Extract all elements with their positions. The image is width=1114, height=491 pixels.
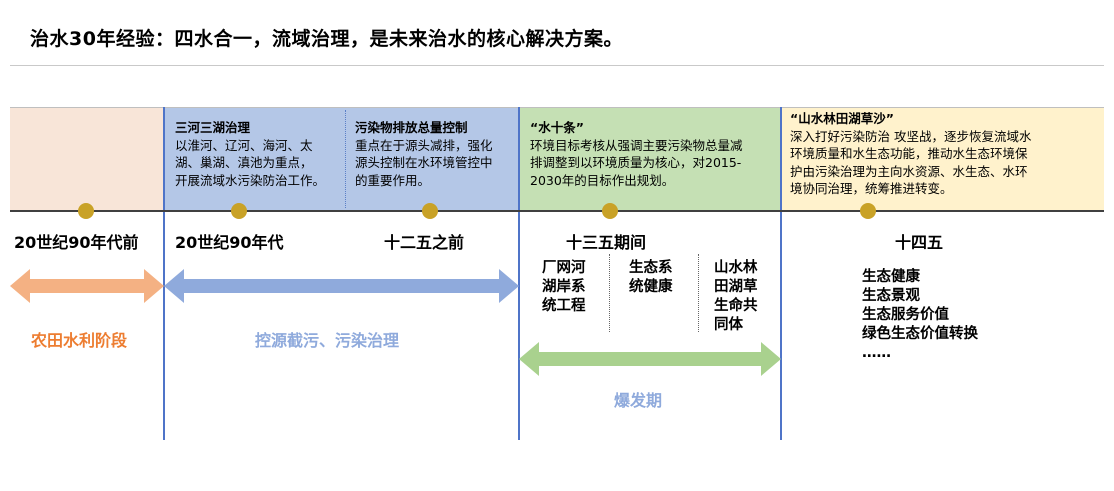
box-line: 环境质量和水生态功能，推动水生态环境保 <box>790 146 1028 161</box>
period-box-before-90s <box>10 107 164 210</box>
box-line: 源头控制在水环境管控中 <box>355 155 493 170</box>
box-divider <box>345 110 346 208</box>
box-line: 环境目标考核从强调主要污染物总量减 <box>530 137 743 153</box>
plan-14-list: 生态健康 生态景观 生态服务价值 绿色生态价值转换 …… <box>862 268 978 363</box>
item-line: 生命共 <box>714 298 758 314</box>
list-item: 生态健康 <box>862 269 920 285</box>
item-line: 山水林 <box>714 260 758 276</box>
era-label-before-12th: 十二五之前 <box>384 233 465 252</box>
item-line: 统工程 <box>542 298 586 314</box>
box-line: 以淮河、辽河、海河、太 <box>175 137 313 153</box>
era-label-14th: 十四五 <box>895 233 944 252</box>
box-heading: “水十条” <box>530 120 584 135</box>
item-line: 生态系 <box>629 260 673 276</box>
box-text-shui-shi-tiao: “水十条” 环境目标考核从强调主要污染物总量减 排调整到以环境质量为核心，对20… <box>530 119 780 189</box>
stage-arrow-pollution-control <box>164 269 519 303</box>
plan-13-item: 生态系 统健康 <box>629 259 673 297</box>
list-item: …… <box>862 345 891 361</box>
item-divider <box>609 254 610 332</box>
stage-label-farmland: 农田水利阶段 <box>31 331 128 350</box>
plan-13-item: 厂网河 湖岸系 统工程 <box>542 259 586 316</box>
era-label-90s: 20世纪90年代 <box>175 233 284 252</box>
box-line: 重点在于源头减排，强化 <box>355 137 493 153</box>
item-line: 田湖草 <box>714 279 758 295</box>
period-box-14th <box>781 107 1104 210</box>
box-line: 排调整到以环境质量为核心，对2015- <box>530 155 742 170</box>
box-text-shan-shui-lin: “山水林田湖草沙” 深入打好污染防治 攻坚战，逐步恢复流域水 环境质量和水生态功… <box>790 110 1102 198</box>
box-line: 深入打好污染防治 攻坚战，逐步恢复流域水 <box>790 128 1032 144</box>
box-line: 开展流域水污染防治工作。 <box>175 172 326 188</box>
box-text-total-emission: 污染物排放总量控制 重点在于源头减排，强化 源头控制在水环境管控中 的重要作用。 <box>355 119 517 189</box>
item-line: 统健康 <box>629 279 673 295</box>
box-line: 护由污染治理为主向水资源、水生态、水环 <box>790 163 1028 179</box>
era-label-before-90s: 20世纪90年代前 <box>14 233 139 252</box>
period-box-90s-12th <box>164 107 519 210</box>
period-separator <box>518 107 520 440</box>
list-item: 生态景观 <box>862 288 920 304</box>
box-text-san-he-san-hu: 三河三湖治理 以淮河、辽河、海河、太 湖、巢湖、滇池为重点， 开展流域水污染防治… <box>175 119 343 189</box>
list-item: 生态服务价值 <box>862 307 949 323</box>
box-heading: 三河三湖治理 <box>175 120 251 135</box>
timeline-dot <box>602 203 618 219</box>
stage-label-pollution-control: 控源截污、污染治理 <box>255 331 400 350</box>
timeline-dot <box>78 203 94 219</box>
timeline-dot <box>860 203 876 219</box>
period-separator <box>780 107 782 440</box>
page-title: 治水30年经验：四水合一，流域治理，是未来治水的核心解决方案。 <box>30 28 623 50</box>
timeline-dot <box>231 203 247 219</box>
item-line: 湖岸系 <box>542 279 586 295</box>
box-line: 境协同治理，统筹推进转变。 <box>790 181 953 196</box>
box-heading: 污染物排放总量控制 <box>355 120 468 135</box>
top-divider <box>10 65 1104 66</box>
item-line: 厂网河 <box>542 260 586 276</box>
era-label-13th: 十三五期间 <box>566 233 647 252</box>
item-line: 同体 <box>714 317 743 333</box>
timeline-dot <box>422 203 438 219</box>
box-heading: “山水林田湖草沙” <box>790 111 894 126</box>
box-line: 2030年的目标作出规划。 <box>530 172 675 188</box>
list-item: 绿色生态价值转换 <box>862 326 978 342</box>
item-divider <box>698 254 699 332</box>
box-line: 湖、巢湖、滇池为重点， <box>175 155 313 170</box>
stage-arrow-outbreak <box>519 342 781 376</box>
stage-arrow-farmland <box>10 269 164 303</box>
box-line: 的重要作用。 <box>355 172 431 188</box>
stage-label-outbreak: 爆发期 <box>614 391 663 410</box>
plan-13-item: 山水林 田湖草 生命共 同体 <box>714 259 758 335</box>
period-separator <box>163 107 165 440</box>
period-box-13th <box>519 107 781 210</box>
timeline-axis <box>10 210 1104 212</box>
